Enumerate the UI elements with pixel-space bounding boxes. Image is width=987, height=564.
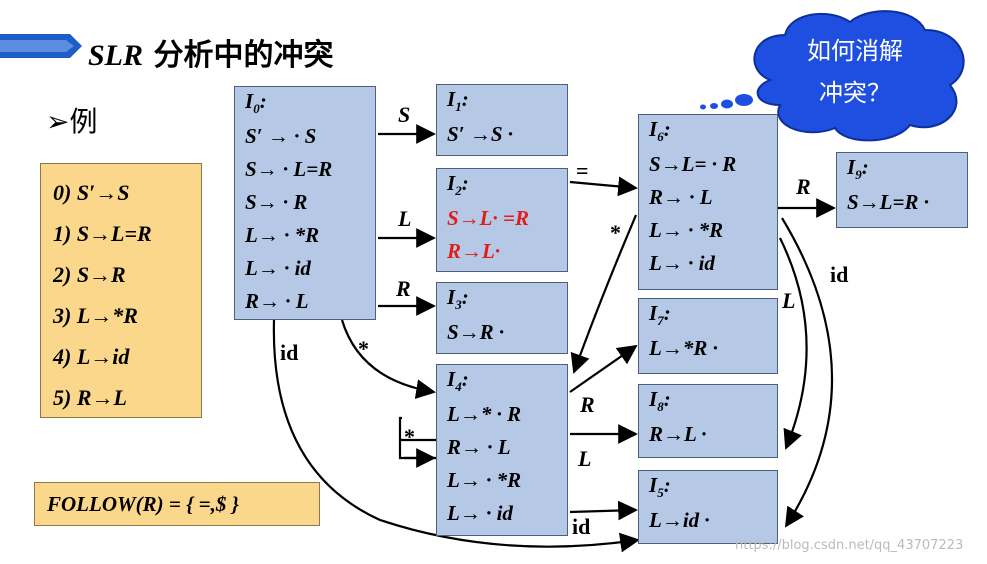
lr-item: L→ · id [245,256,311,281]
edge-label: * [358,336,369,361]
state-I6: I6: S→L= · R R→ · L L→ · *R L→ · id [638,114,778,290]
state-I7: I7: L→*R · [638,298,778,374]
edge-label: * [404,424,415,449]
lr-item: L→* · R [447,402,522,427]
lr-item: S′ →S · [447,122,514,147]
lr-item: L→ · *R [649,218,724,243]
state-name: I8: [649,387,671,415]
conflict-item: S→L· =R [447,206,529,231]
cloud-text: 如何消解 冲突？ [770,30,940,114]
state-name: I2: [447,171,469,199]
page-title: SLR 分析中的冲突 [88,30,333,74]
follow-set-box: FOLLOW(R) = { =,$ } [34,482,320,526]
edge-label: * [610,220,621,245]
header-arrow-icon [0,34,82,58]
edge-label: id [830,262,848,287]
production: 2) S→R [53,262,126,287]
edge-label: L [397,206,411,231]
edge-I6-I4 [570,214,638,374]
conflict-item: R→L· [447,239,501,264]
lr-item: L→ · id [649,251,715,276]
lr-item: L→id · [649,508,710,533]
production: 5) R→L [53,385,127,410]
lr-item: S→R · [447,320,505,345]
cloud-line: 冲突？ [819,79,891,107]
thought-cloud-icon [700,10,965,142]
lr-item: S→L=R · [847,190,929,215]
state-name: I7: [649,301,671,329]
production: 4) L→id [53,344,130,369]
state-I5: I5: L→id · [638,470,778,544]
lr-item: S→L= · R [649,152,737,177]
edge-I4-I7 [569,344,638,393]
title-latin: SLR [88,39,144,72]
edge-label: id [572,514,590,539]
edge-label: R [395,276,411,301]
edge-label: R [795,174,811,199]
state-I1: I1: S′ →S · [436,84,568,156]
edge-I6-I5 [781,217,834,528]
production: 0) S′→S [53,180,130,205]
lr-item: R→ · L [447,435,511,460]
edge-label: = [576,158,589,183]
state-name: I0: [245,89,267,117]
edge-label: L [577,446,591,471]
state-I2: I2: S→L· =R R→L· [436,168,568,272]
production: 1) S→L=R [53,221,152,246]
state-I3: I3: S→R · [436,282,568,354]
state-name: I6: [649,117,671,145]
edge-label: R [579,392,595,417]
production: 3) L→*R [53,303,138,328]
state-name: I1: [447,87,469,115]
state-I9: I9: S→L=R · [836,152,968,228]
edge-label: id [280,340,298,365]
lr-item: S′ → · S [245,124,317,149]
lr-item: R→L · [649,422,707,447]
watermark: https://blog.csdn.net/qq_43707223 [735,538,964,553]
lr-item: S→ · R [245,190,308,215]
state-name: I3: [447,285,469,313]
edge-label: S [398,102,410,127]
edge-label: L [781,288,795,313]
state-I4: I4: L→* · R R→ · L L→ · *R L→ · id [436,364,568,536]
edge-I2-I6 [569,176,638,197]
edge-I4-I5 [569,500,638,521]
lr-item: R→ · L [245,289,309,314]
title-cjk: 分析中的冲突 [153,38,334,73]
edge-I0-I4 [340,319,436,399]
state-name: I9: [847,155,869,183]
state-I0: I0: S′ → · S S→ · L=R S→ · R L→ · *R L→ … [234,86,376,320]
state-I8: I8: R→L · [638,384,778,458]
edge-I6-I8 [779,237,808,450]
lr-item: L→*R · [649,336,718,361]
lr-item: L→ · *R [245,223,320,248]
cloud-line: 如何消解 [807,37,903,65]
grammar-box: 0) S′→S 1) S→L=R 2) S→R 3) L→*R 4) L→id … [40,163,202,418]
edge-I0-I5 [272,319,640,553]
state-name: I4: [447,367,469,395]
lr-item: L→ · *R [447,468,522,493]
lr-item: S→ · L=R [245,157,333,182]
lr-item: L→ · id [447,501,513,526]
example-label: ➢例 [46,105,98,138]
lr-item: R→ · L [649,185,713,210]
state-name: I5: [649,473,671,501]
